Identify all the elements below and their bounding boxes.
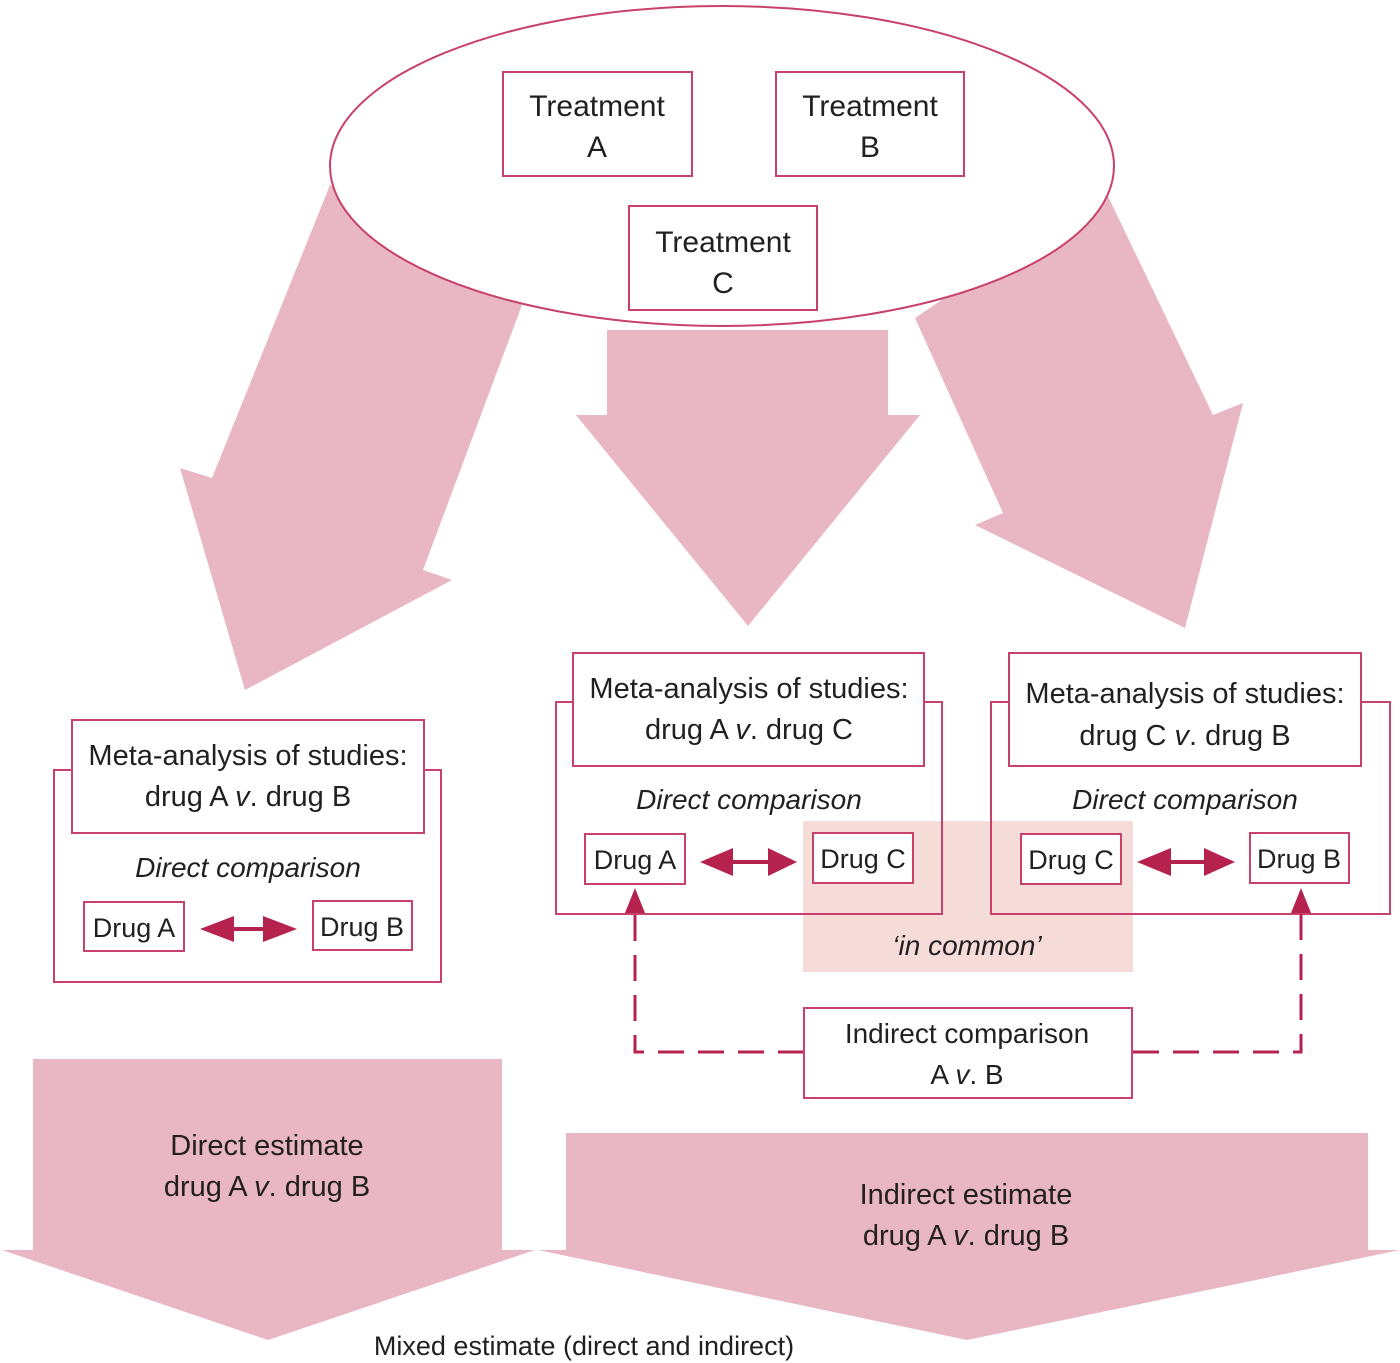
meta-ab-drug-a-box (83, 901, 185, 952)
meta-ac-drug-a-box (584, 833, 686, 885)
treatment-a-box: Treatment A (502, 71, 693, 177)
meta-cb-title: Meta-analysis of studies: (1025, 678, 1344, 710)
double-arrow-icon (700, 848, 797, 876)
treatment-a-label: Treatment (529, 90, 665, 123)
arrow-to-meta-ac (576, 330, 920, 626)
indirect-estimate-arrow: Indirect estimate drug A v. drug B (538, 1133, 1400, 1340)
treatment-b-letter: B (860, 131, 880, 164)
double-arrow-icon (200, 916, 297, 942)
meta-cb-title-box (1008, 652, 1362, 767)
up-arrow-icon (1291, 888, 1311, 913)
meta-ac-drug-c: Drug C (820, 844, 906, 874)
treatment-c-box: Treatment C (628, 205, 818, 311)
meta-cb-drug-c: Drug C (1028, 845, 1114, 875)
meta-ac-subtitle: Direct comparison (636, 784, 862, 815)
meta-ab-subtitle: Direct comparison (135, 852, 361, 883)
meta-cb-drug-b-box (1249, 832, 1350, 884)
meta-ac-title-box (572, 652, 925, 767)
meta-ac-title: Meta-analysis of studies: (589, 673, 908, 705)
meta-ab-drug-b: Drug B (320, 912, 404, 942)
treatment-b-label: Treatment (802, 90, 938, 123)
meta-ac-title-line2: drug A v. drug C (645, 714, 853, 746)
meta-cb-subtitle: Direct comparison (1072, 784, 1298, 815)
meta-ab-title-box (71, 719, 425, 834)
indirect-estimate-drugs: drug A v. drug B (863, 1220, 1069, 1252)
treatment-b-box: Treatment B (775, 71, 965, 177)
meta-cb-drug-b: Drug B (1257, 844, 1341, 874)
meta-analysis-ac: Meta-analysis of studies: drug A v. drug… (555, 652, 943, 915)
meta-ac-drug-a: Drug A (594, 845, 677, 875)
treatment-c-label: Treatment (655, 226, 791, 259)
meta-cb-drug-c-box (1020, 833, 1122, 885)
meta-ab-title: Meta-analysis of studies: (88, 740, 407, 772)
direct-estimate-arrow: Direct estimate drug A v. drug B (2, 1059, 535, 1340)
meta-ab-drug-b-box (312, 900, 413, 951)
meta-ab-title-line2: drug A v. drug B (145, 781, 351, 813)
meta-analysis-cb: Meta-analysis of studies: drug C v. drug… (990, 652, 1391, 915)
indirect-estimate-label: Indirect estimate (860, 1179, 1073, 1211)
arrow-to-meta-cb (915, 190, 1243, 628)
indirect-connector (625, 888, 1311, 1054)
meta-ab-drug-a: Drug A (93, 913, 176, 943)
direct-estimate-label: Direct estimate (170, 1130, 363, 1162)
mixed-estimate-label: Mixed estimate (direct and indirect) (374, 1331, 794, 1361)
indirect-comparison-ab: A v. B (930, 1059, 1003, 1090)
meta-cb-title-line2: drug C v. drug B (1079, 720, 1290, 752)
meta-ac-drug-c-box (812, 832, 914, 884)
direct-estimate-drugs: drug A v. drug B (164, 1171, 370, 1203)
indirect-comparison-label: Indirect comparison (845, 1018, 1089, 1049)
treatment-a-letter: A (587, 131, 607, 164)
meta-analysis-ab: Meta-analysis of studies: drug A v. drug… (53, 719, 442, 983)
indirect-comparison-box: Indirect comparison A v. B (803, 1007, 1133, 1099)
up-arrow-icon (625, 888, 645, 913)
treatment-c-letter: C (712, 267, 734, 300)
in-common-label: ‘in common’ (892, 930, 1042, 961)
arrow-to-meta-ab (180, 185, 522, 690)
double-arrow-icon (1137, 848, 1235, 876)
